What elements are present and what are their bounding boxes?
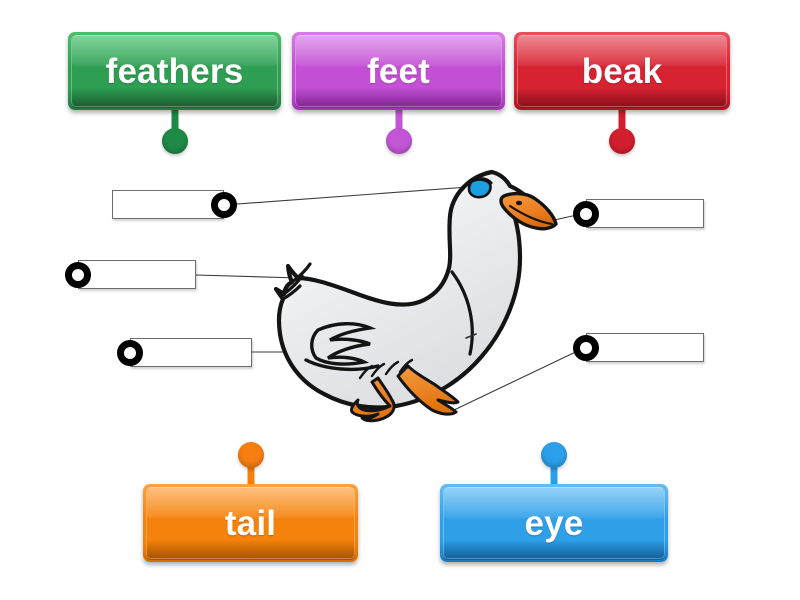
answer-blank-back[interactable] <box>78 260 196 289</box>
word-tile-label: eye <box>524 503 584 543</box>
duck-nostril <box>515 200 523 206</box>
word-tile-label: tail <box>224 503 277 543</box>
word-tile-label: feet <box>366 51 431 91</box>
tile-bevel <box>146 487 355 559</box>
drop-target-ring-blank-wing[interactable] <box>117 339 143 366</box>
word-tile-label: beak <box>581 51 663 91</box>
tile-gloss <box>444 487 664 519</box>
tile-gloss <box>296 35 501 67</box>
duck-flank-tick <box>465 333 477 339</box>
drop-target-ring-blank-head-top[interactable] <box>211 191 237 218</box>
leader-to-back <box>195 274 301 279</box>
tile-lip <box>146 541 355 560</box>
leader-to-feet <box>451 346 587 412</box>
tile-bevel <box>443 487 665 559</box>
tile-bevel <box>295 35 502 107</box>
duck-shape <box>273 169 558 423</box>
answer-blank-beak[interactable] <box>586 199 704 228</box>
duck-tail <box>281 262 312 301</box>
word-tile-feet[interactable]: feet <box>292 32 505 110</box>
duck-leg-hairs <box>358 358 414 380</box>
tile-lip <box>517 89 727 108</box>
word-tile-beak[interactable]: beak <box>514 32 730 110</box>
answer-blank-feet[interactable] <box>586 333 704 362</box>
duck-eye-brow <box>466 177 493 186</box>
tile-bevel <box>517 35 727 107</box>
duck-beak-line <box>508 204 554 226</box>
word-tile-eye[interactable]: eye <box>440 484 668 562</box>
tile-lip <box>295 89 502 108</box>
duck-wing <box>310 322 377 366</box>
answer-blank-head-top[interactable] <box>112 190 224 219</box>
tile-lip <box>443 541 665 560</box>
word-tile-label: feathers <box>105 51 244 91</box>
duck-breast-line <box>450 270 474 356</box>
answer-blank-wing[interactable] <box>130 338 252 367</box>
duck-leg-back <box>350 376 396 423</box>
duck-beak <box>499 191 558 231</box>
word-tile-feathers[interactable]: feathers <box>68 32 281 110</box>
tile-gloss <box>72 35 277 67</box>
drop-target-ring-blank-beak[interactable] <box>573 200 599 227</box>
leader-to-eye <box>223 185 483 206</box>
tile-bevel <box>71 35 278 107</box>
word-tile-tail[interactable]: tail <box>143 484 358 562</box>
tile-lip <box>71 89 278 108</box>
tile-gloss <box>147 487 354 519</box>
drop-target-ring-blank-feet[interactable] <box>573 334 599 361</box>
duck-leg-front <box>396 364 460 416</box>
tile-gloss <box>518 35 726 67</box>
drop-target-ring-blank-back[interactable] <box>65 261 91 288</box>
